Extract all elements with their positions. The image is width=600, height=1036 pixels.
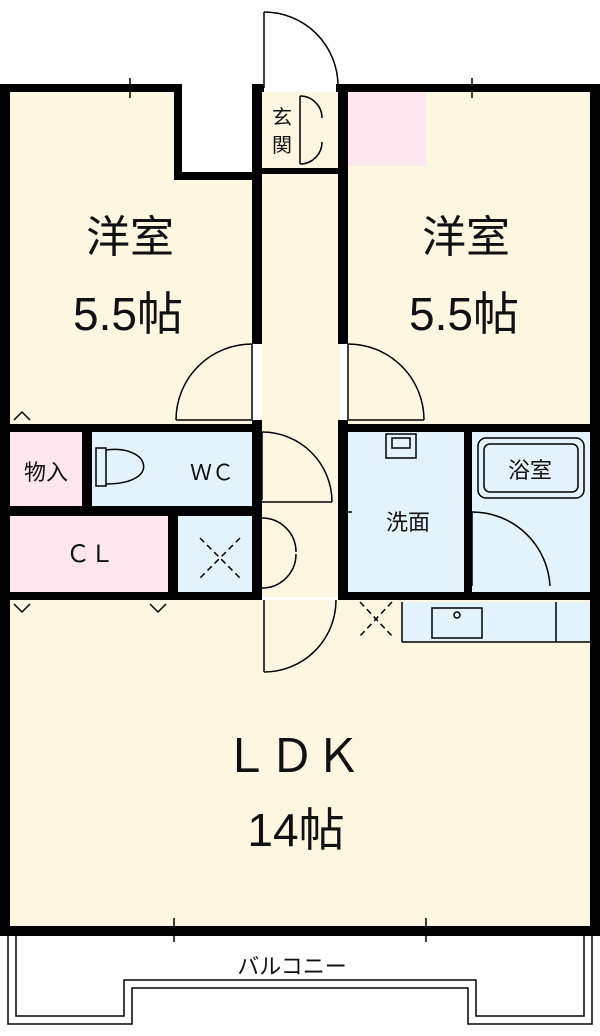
wc-floor <box>92 432 254 506</box>
bathroom-label: 浴室 <box>508 458 552 483</box>
bathtub-icon <box>477 437 585 499</box>
door-swings <box>13 11 551 942</box>
entrance-label-line2: 関 <box>272 135 292 157</box>
closet-floor <box>10 516 168 594</box>
western-room-left-name: 洋室 <box>86 213 174 262</box>
balcony-label: バルコニー <box>237 954 347 979</box>
storage-label: 物入 <box>24 460 68 485</box>
kitchen-counter <box>402 602 590 642</box>
washroom-label: 洗面 <box>386 510 430 535</box>
western-room-right-size: 5.5帖 <box>409 288 519 340</box>
western-room-left-size: 5.5帖 <box>73 288 183 340</box>
sink-icon <box>385 433 417 459</box>
storage-floor <box>10 432 82 506</box>
walls <box>0 84 600 936</box>
ldk-floor <box>10 600 590 928</box>
ldk-name: ＬＤＫ <box>223 730 361 782</box>
wc-label: ＷＣ <box>190 460 234 485</box>
entrance-label-line1: 玄 <box>272 106 292 129</box>
entrance-shoe-storage <box>344 92 426 166</box>
ldk-size: 14帖 <box>247 804 344 856</box>
fixtures <box>95 433 590 643</box>
corridor-floor <box>262 172 340 597</box>
closet-label: ＣＬ <box>66 541 114 568</box>
kitchen-sink-icon <box>401 602 590 643</box>
balcony <box>7 936 593 1025</box>
bathroom-floor <box>472 432 590 592</box>
room-labels: 洋室 5.5帖 洋室 5.5帖 玄 関 物入 ＷＣ ＣＬ 洗面 浴室 ＬＤＫ 1… <box>24 106 552 979</box>
western-room-right-name: 洋室 <box>422 213 510 262</box>
toilet-icon <box>95 447 145 487</box>
kitchen-ventilation-icon <box>359 601 393 637</box>
western-room-right-floor <box>348 92 590 425</box>
entrance-floor <box>262 92 342 172</box>
